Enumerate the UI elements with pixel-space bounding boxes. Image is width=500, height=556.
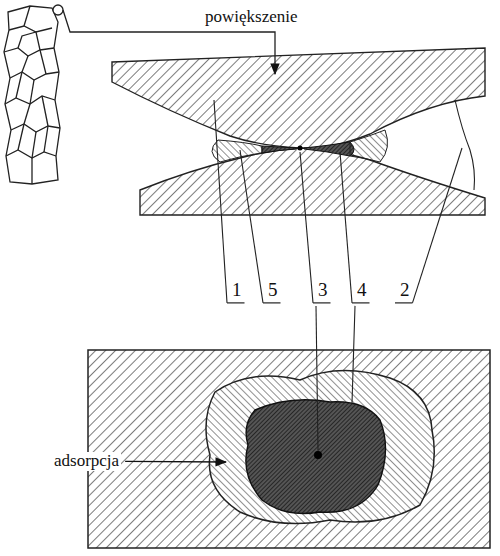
boundary-zone (246, 400, 386, 514)
pointer-arrow (125, 461, 226, 463)
underline (313, 302, 331, 303)
contact-plane (88, 350, 490, 548)
callout-number: 1 (232, 280, 242, 301)
grain-structure (4, 6, 60, 184)
underline (395, 302, 413, 303)
contact-point (314, 451, 322, 459)
boundary-layer (262, 146, 296, 153)
underline (263, 302, 281, 303)
leader-line (300, 152, 313, 303)
magnified-spot (53, 5, 63, 15)
adsorbed-layer (212, 140, 262, 162)
callout-number: 3 (318, 280, 328, 301)
contact-point (298, 146, 303, 151)
adsorption-zone (206, 370, 434, 523)
adsorption-zone-hatch (206, 370, 434, 523)
leader-line (240, 150, 263, 303)
surface-edge (455, 100, 475, 190)
callout-number: 4 (357, 280, 367, 301)
leader-line (214, 100, 227, 303)
boundary-layer (304, 142, 354, 156)
leader-line (340, 152, 352, 303)
lower-surface (140, 148, 485, 215)
underline (227, 302, 245, 303)
underline (352, 302, 370, 303)
adsorbed-layer (350, 130, 388, 162)
callout-number: 5 (268, 280, 278, 301)
leader-line (352, 306, 355, 403)
caption-label: powiększenie (205, 8, 298, 27)
leader-line (316, 306, 318, 450)
callout-number: 2 (400, 280, 410, 301)
zone-label: adsorpcja (52, 452, 121, 471)
leader-lines (214, 100, 462, 450)
upper-surface (112, 48, 485, 148)
leader-line (413, 148, 463, 303)
